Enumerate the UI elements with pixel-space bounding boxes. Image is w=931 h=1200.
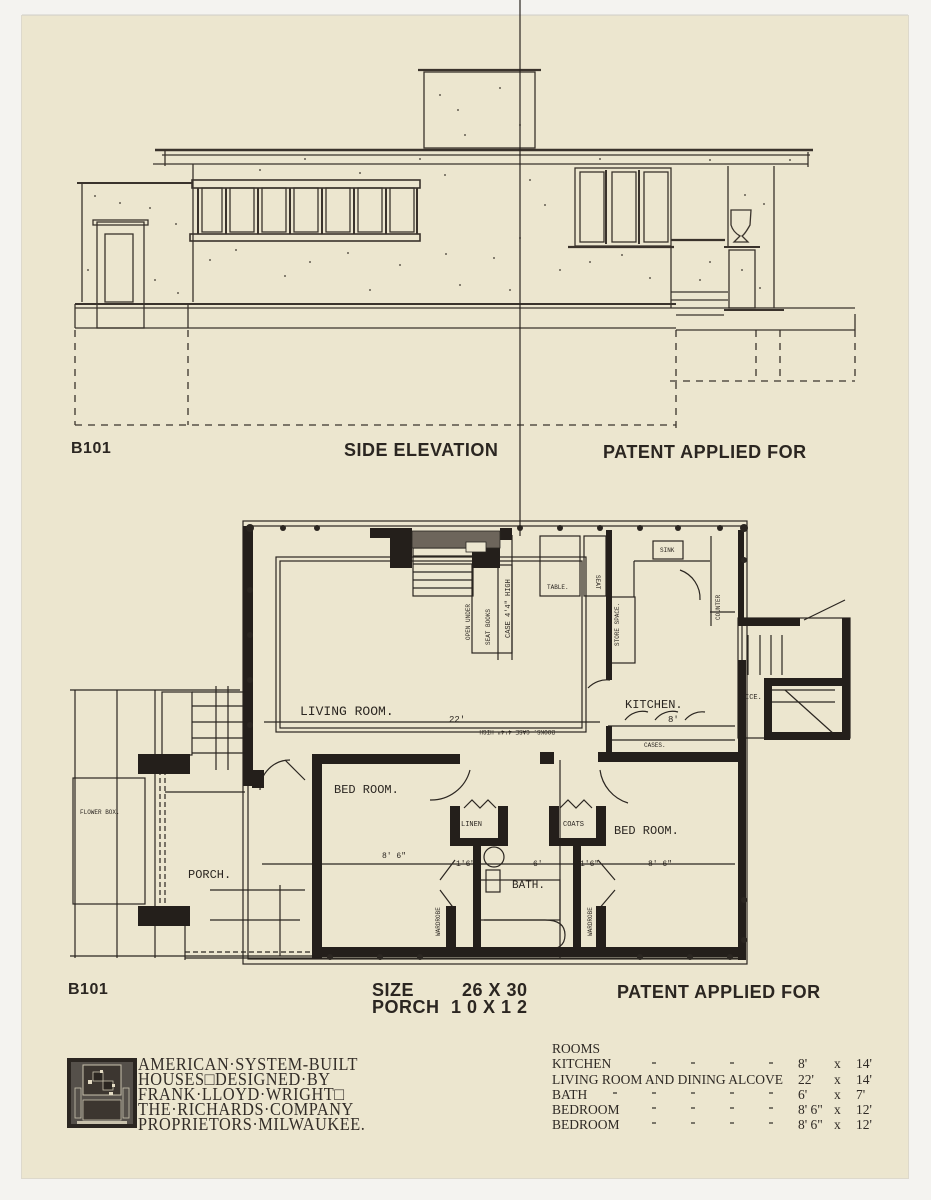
cases-label: CASES. (644, 742, 666, 749)
dim-wardrobe-right: 1'6" (580, 860, 599, 869)
living-room-dim: 22' (449, 715, 465, 725)
room-dim-x: x (834, 1056, 841, 1072)
elevation-title: SIDE ELEVATION (344, 440, 499, 460)
bath-label: BATH. (512, 880, 545, 892)
side-elevation-drawing (74, 68, 856, 428)
room-dim-a: 8' 6" (798, 1102, 823, 1118)
dim-wardrobe-left: 1'6" (456, 860, 475, 869)
rooms-heading-text: ROOMS (552, 1041, 601, 1056)
room-dim-a: 22' (798, 1071, 814, 1087)
ice-label: ICE. (745, 694, 762, 702)
drawing-sheet (22, 16, 908, 1178)
room-dim-x: x (834, 1102, 841, 1118)
case-high-label: CASE 4'4" HIGH (505, 579, 513, 638)
room-name: LIVING ROOM AND DINING ALCOVE (552, 1071, 783, 1087)
room-name: KITCHEN (552, 1056, 612, 1072)
room-row: BEDROOM 8' 6" x 12' (552, 1102, 878, 1117)
prairie-logo-icon (67, 1058, 137, 1128)
logo-line: FRANK·LLOYD·WRIGHT□ (138, 1084, 345, 1104)
room-row: KITCHEN 8' x 14' (552, 1056, 878, 1071)
bedroom-left-label: BED ROOM. (334, 783, 399, 797)
open-under-label: OPEN UNDER (465, 604, 472, 640)
floor-plan-drawing: LIVING ROOM. 22' KITCHEN. 8' BED ROOM. B… (70, 0, 851, 965)
room-dim-b: 12' (856, 1102, 872, 1118)
room-row: BEDROOM 8' 6" x 12' (552, 1117, 878, 1132)
company-logo-text: AMERICAN·SYSTEM-BUILT HOUSES□DESIGNED·BY… (138, 1054, 366, 1134)
dim-bed-left: 8' 6" (382, 852, 406, 861)
store-space-label: STORE SPACE. (614, 603, 621, 646)
room-name: BEDROOM (552, 1117, 620, 1133)
room-dim-x: x (834, 1071, 841, 1087)
coats-label: COATS (563, 821, 584, 829)
room-dim-b: 14' (856, 1056, 872, 1072)
logo-line: THE·RICHARDS·COMPANY (138, 1099, 354, 1119)
seat-books-label: SEAT BOOKS (485, 609, 492, 645)
elevation-patent-note: PATENT APPLIED FOR (603, 442, 807, 462)
room-dim-b: 7' (856, 1086, 866, 1102)
room-dim-b: 14' (856, 1071, 872, 1087)
room-dim-x: x (834, 1086, 841, 1102)
room-name: BEDROOM (552, 1102, 620, 1118)
room-name: BATH (552, 1086, 588, 1102)
plan-porch-value: 1 0 X 1 2 (451, 997, 528, 1017)
plan-patent-note: PATENT APPLIED FOR (617, 982, 821, 1002)
sink-label: SINK (660, 547, 675, 554)
logo-line: AMERICAN·SYSTEM-BUILT (138, 1054, 358, 1074)
plan-plate-id: B101 (68, 981, 109, 998)
room-dim-b: 12' (856, 1117, 872, 1133)
room-row: BATH 6' x 7' (552, 1087, 878, 1102)
room-dim-a: 8' (798, 1056, 808, 1072)
seat-label: SEAT (594, 575, 601, 590)
kitchen-dim: 8' (668, 715, 679, 725)
logo-line: HOUSES□DESIGNED·BY (138, 1069, 331, 1089)
room-dim-a: 6' (798, 1086, 808, 1102)
room-dim-x: x (834, 1117, 841, 1133)
porch-label: PORCH. (188, 868, 231, 882)
linen-label: LINEN (461, 821, 482, 829)
plan-size-label: SIZE (372, 980, 415, 1000)
logo-line: PROPRIETORS·MILWAUKEE. (138, 1114, 366, 1134)
rooms-heading: ROOMS (552, 1041, 878, 1056)
bedroom-right-label: BED ROOM. (614, 824, 679, 838)
kitchen-label: KITCHEN. (625, 698, 683, 712)
counter-label: COUNTER (715, 594, 722, 620)
wardrobe-right-label: WARDROBE (587, 907, 594, 936)
room-row: LIVING ROOM AND DINING ALCOVE 22' x 14' (552, 1072, 878, 1087)
table-label: TABLE. (547, 584, 569, 591)
dim-bath: 6' (533, 860, 543, 869)
elevation-plate-id: B101 (71, 440, 112, 457)
rooms-schedule: ROOMS KITCHEN 8' x 14' LIVING ROOM AND DIN… (552, 1041, 878, 1133)
dim-bed-right: 8' 6" (648, 860, 672, 869)
plan-size-value: 26 X 30 (462, 980, 528, 1000)
books-case-label: BOOKS. CASE 4'4" HIGH (479, 728, 555, 735)
plan-porch-label: PORCH (372, 997, 440, 1017)
room-dim-a: 8' 6" (798, 1117, 823, 1133)
flower-box-label: FLOWER BOX. (80, 809, 120, 816)
wardrobe-left-label: WARDROBE (435, 907, 442, 936)
living-room-label: LIVING ROOM. (300, 704, 394, 719)
